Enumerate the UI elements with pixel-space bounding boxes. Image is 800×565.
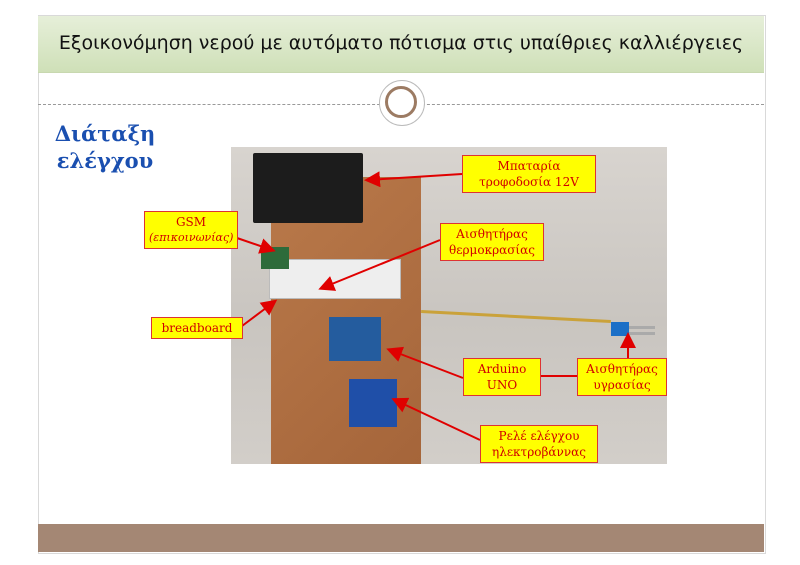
relay-module — [349, 379, 397, 427]
title-bar: Εξοικονόμηση νερού με αυτόματο πότισμα σ… — [38, 16, 764, 73]
label-relay: Ρελέ ελέγχου ηλεκτροβάννας — [480, 425, 598, 463]
divider-ring-icon — [385, 86, 417, 118]
label-gsm: GSM (επικοινωνίας) — [144, 211, 238, 249]
label-arduino: Arduino UNO — [463, 358, 541, 396]
label-breadboard: breadboard — [151, 317, 243, 339]
label-temperature-sensor: Αισθητήρας θερμοκρασίας — [440, 223, 544, 261]
arrow-gsm — [236, 237, 276, 254]
bottom-bar — [38, 524, 764, 552]
slide-subtitle: Διάταξη ελέγχου — [50, 120, 160, 174]
arrow-temperature — [318, 239, 441, 291]
arduino-board — [329, 317, 381, 361]
arrow-battery — [364, 171, 463, 188]
sensor-probe — [629, 326, 655, 329]
arrow-breadboard — [241, 299, 278, 327]
arrow-arduino — [386, 346, 464, 379]
subtitle-line-2: ελέγχου — [56, 148, 154, 173]
arrow-relay — [391, 397, 481, 441]
label-humidity-sensor: Αισθητήρας υγρασίας — [577, 358, 667, 396]
slide-title: Εξοικονόμηση νερού με αυτόματο πότισμα σ… — [58, 32, 744, 54]
battery — [253, 153, 363, 223]
setup-photo — [231, 147, 667, 464]
subtitle-line-1: Διάταξη — [54, 121, 156, 146]
label-battery: Μπαταρία τροφοδοσία 12V — [462, 155, 596, 193]
sensor-probe — [629, 332, 655, 335]
